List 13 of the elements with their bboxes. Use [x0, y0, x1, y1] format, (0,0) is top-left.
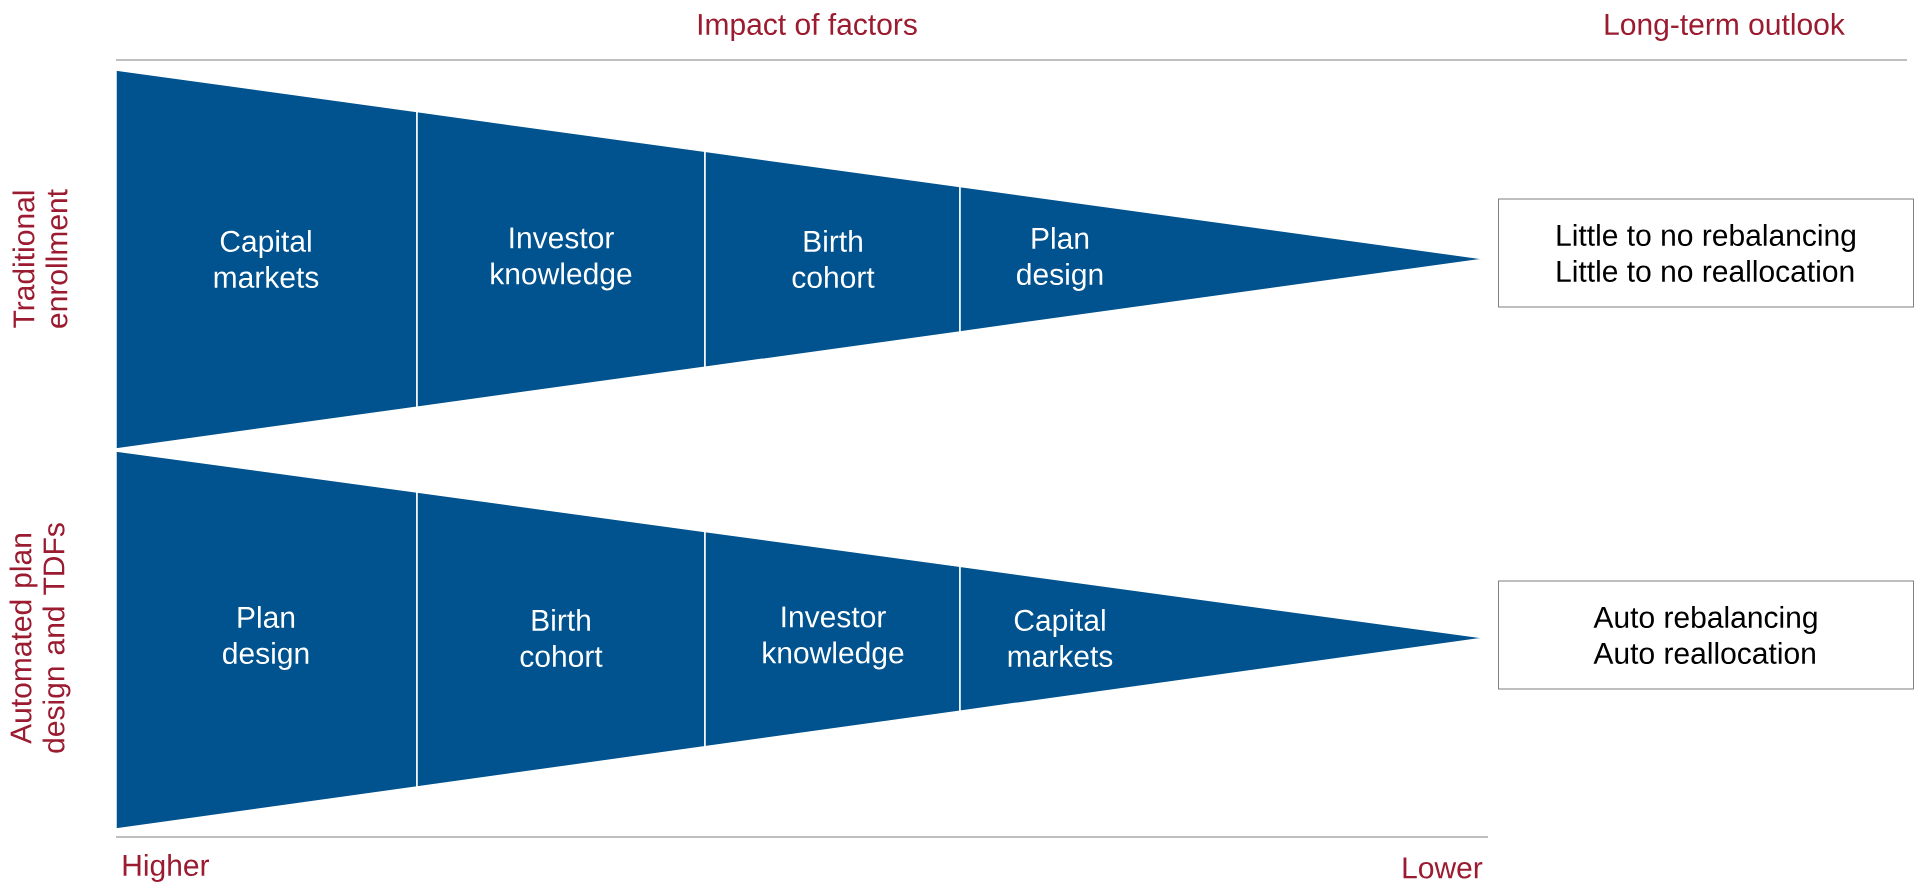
funnel-segment: Investor knowledge: [704, 530, 961, 748]
funnel-segment: Birth cohort: [416, 491, 706, 788]
funnel-segment: Plan design: [115, 450, 418, 830]
column-heading: Impact of factors: [698, 13, 917, 41]
funnel-segment: Birth cohort: [704, 150, 961, 369]
row-heading: Traditional enrollment: [12, 189, 68, 328]
row-heading: Automated plan design and TDFs: [9, 523, 71, 753]
column-heading: Long-term outlook: [1605, 13, 1845, 41]
funnel-segment: Capital markets: [115, 69, 418, 450]
outlook-box: Auto rebalancing Auto reallocation: [1498, 580, 1914, 690]
axis-label: Lower: [1403, 857, 1483, 879]
outlook-box: Little to no rebalancing Little to no reallocation: [1498, 198, 1914, 308]
funnel-segment: Plan design: [959, 185, 1491, 333]
